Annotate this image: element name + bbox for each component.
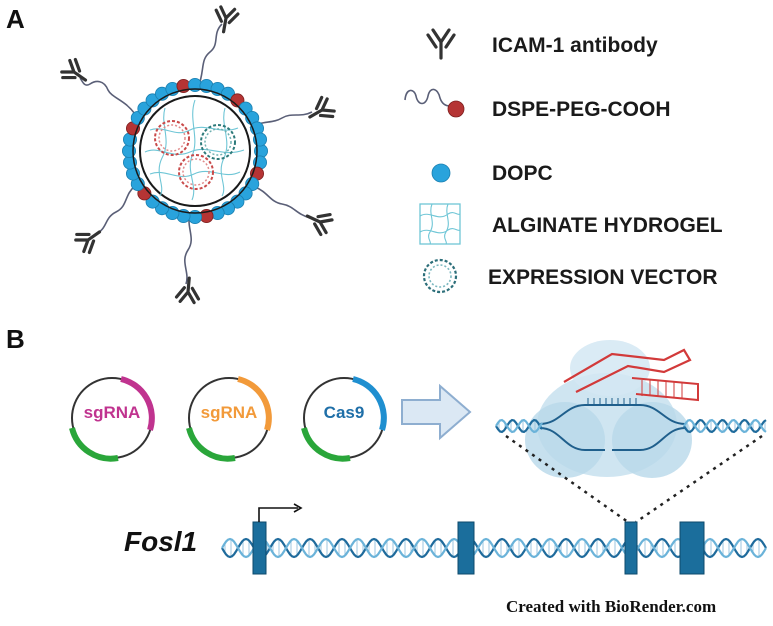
exon-3 xyxy=(624,521,638,575)
dopc-icon xyxy=(431,163,451,183)
dna-helix-upper-left xyxy=(495,418,543,434)
panel-label-b: B xyxy=(6,324,25,354)
cas9-complex xyxy=(525,340,699,478)
plasmid-cas9: Cas9 xyxy=(301,376,387,462)
expression-vector-icon xyxy=(422,258,458,294)
legend-label-expression-vector: EXPRESSION VECTOR xyxy=(488,266,718,289)
plasmid-sgrna-2: sgRNA xyxy=(186,376,272,462)
legend-label-dopc: DOPC xyxy=(492,162,553,185)
antibody-icon xyxy=(426,28,456,60)
antibody-glyphs xyxy=(60,5,336,305)
plasmid-label-cas9: Cas9 xyxy=(324,403,365,422)
dna-strand xyxy=(495,418,543,434)
dna-strand xyxy=(683,418,767,434)
plasmid-label-sgrna-2: sgRNA xyxy=(201,403,258,422)
credit-text: Created with BioRender.com xyxy=(506,597,716,616)
expression-vectors xyxy=(154,120,236,190)
zoom-line-right xyxy=(635,434,763,524)
process-arrow-icon xyxy=(401,383,472,441)
legend-label-dspe: DSPE-PEG-COOH xyxy=(492,98,671,121)
legend-label-hydrogel: ALGINATE HYDROGEL xyxy=(492,214,723,237)
dna-strand xyxy=(683,418,767,434)
hydrogel-icon xyxy=(419,203,461,245)
dna-strand xyxy=(495,418,543,434)
gene-name: Fosl1 xyxy=(124,526,197,557)
plasmid-sgrna-1: sgRNA xyxy=(69,376,155,462)
legend: ICAM-1 antibody DSPE-PEG-COOH DOPC ALGIN… xyxy=(404,28,723,294)
dspe-peg-icon xyxy=(404,88,465,118)
legend-label-antibody: ICAM-1 antibody xyxy=(492,34,658,57)
zoom-line-left xyxy=(505,434,629,524)
dna-helix-upper-right xyxy=(683,418,767,434)
exon-4 xyxy=(679,521,705,575)
transcription-start-arrow-icon xyxy=(258,503,303,522)
exon-2 xyxy=(457,521,475,575)
dna-strand xyxy=(221,537,767,559)
nanoparticle-diagram xyxy=(60,5,336,305)
outer-membrane xyxy=(132,88,258,214)
panel-label-a: A xyxy=(6,4,25,34)
exon-1 xyxy=(252,521,267,575)
plasmid-label-sgrna-1: sgRNA xyxy=(84,403,141,422)
